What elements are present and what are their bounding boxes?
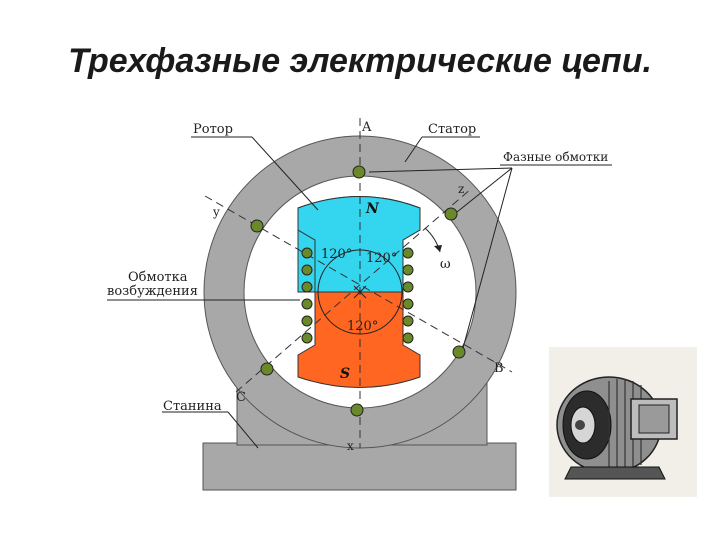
phase-x-label: x (347, 439, 354, 453)
angle-label-3: 120° (347, 319, 378, 334)
terminal-box-cover (638, 404, 670, 434)
excitation-label-line1: Обмотка (128, 270, 188, 285)
excitation-coils (301, 247, 414, 344)
stator-leader-diag (404, 136, 423, 163)
rotor-leader-diag (251, 136, 319, 211)
stator-coil-x (350, 403, 364, 417)
excitation-coil (402, 315, 414, 327)
rotor-north-body (297, 196, 421, 293)
excitation-coil (301, 332, 313, 344)
phase-windings-label: Фазные обмотки (503, 150, 608, 164)
base-plate (202, 442, 517, 491)
motor-photo (549, 347, 697, 497)
motor-feet (564, 466, 666, 480)
phase-a-label: A (361, 120, 372, 135)
excitation-coil (402, 332, 414, 344)
frame-label: Станина (163, 399, 222, 414)
angle-circle (317, 249, 403, 335)
rotor-label: Ротор (193, 122, 233, 137)
excitation-coil (402, 264, 414, 276)
page-title: Трехфазные электрические цепи. (68, 42, 652, 80)
phase-leader-2 (456, 167, 513, 213)
excitation-label-line2: возбуждения (107, 284, 198, 299)
excitation-coil (301, 281, 313, 293)
phase-leader-3 (462, 167, 513, 349)
frame-leader-diag (227, 411, 259, 449)
phase-c-label: C (236, 390, 246, 405)
excitation-coil (402, 247, 414, 259)
excitation-coil (301, 315, 313, 327)
stator-label: Статор (428, 122, 476, 137)
motor-shaft (575, 420, 585, 430)
pole-north-label: N (365, 201, 380, 217)
excitation-coil (301, 298, 313, 310)
phase-leader-1 (368, 167, 513, 173)
stator-coil-z (444, 207, 458, 221)
phase-b-label: B (494, 361, 504, 376)
excitation-coil (402, 298, 414, 310)
stator-coils (250, 165, 466, 417)
stator-coil-b (452, 345, 466, 359)
leader-lines (107, 136, 612, 449)
angle-label-1: 120° (321, 247, 352, 262)
phase-y-label: y (212, 205, 220, 219)
stator-coil-c (260, 362, 274, 376)
center-cross-2 (353, 285, 367, 299)
rotation-arrow-head (434, 245, 442, 252)
angle-label-2: 120° (366, 251, 397, 266)
phase-z-label: z (458, 182, 464, 196)
stator-coil-y (250, 219, 264, 233)
rotor-south-body (297, 291, 421, 388)
stator-coil-a (352, 165, 366, 179)
excitation-coil (301, 264, 313, 276)
excitation-coil (402, 281, 414, 293)
pole-south-label: S (340, 366, 350, 382)
omega-label: ω (440, 257, 451, 272)
excitation-coil (301, 247, 313, 259)
